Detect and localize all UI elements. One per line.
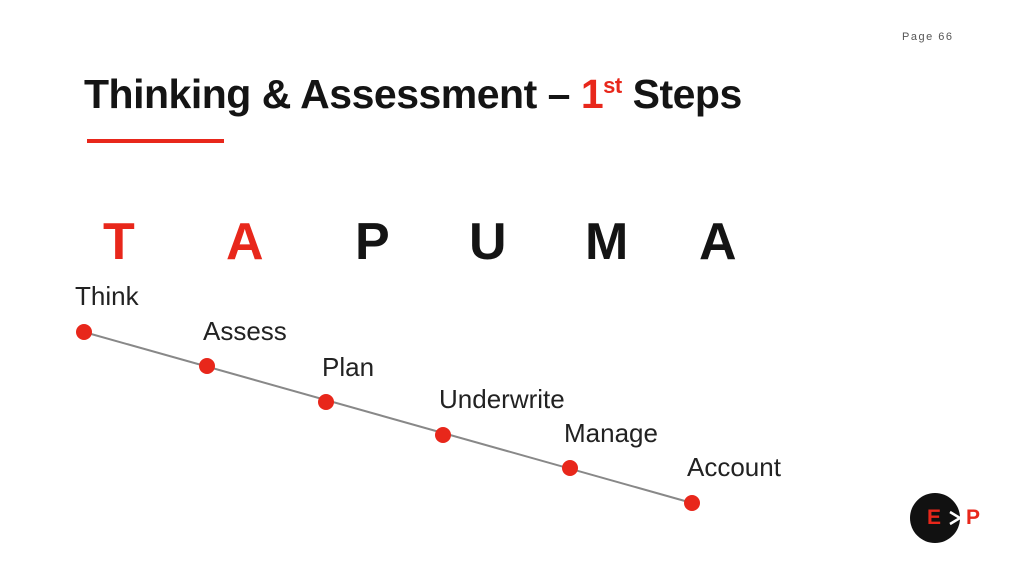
- step-label-account: Account: [687, 452, 781, 482]
- step-label-think: Think: [75, 281, 139, 311]
- step-label-assess: Assess: [203, 316, 287, 346]
- step-label-plan: Plan: [322, 352, 375, 382]
- acronym-letter-a: A: [226, 213, 264, 271]
- step-dot-manage: [562, 460, 578, 476]
- title-accent-number: 1: [580, 71, 604, 117]
- arrow-right-icon: [949, 510, 963, 526]
- page-number: Page 66: [902, 31, 954, 43]
- logo-circle: [910, 493, 960, 543]
- title-main: Thinking & Assessment –: [84, 71, 581, 117]
- title-superscript: st: [603, 73, 622, 98]
- logo-letter-e: E: [927, 506, 942, 529]
- step-dot-assess: [199, 358, 215, 374]
- step-dot-underwrite: [435, 427, 451, 443]
- timeline-line: [83, 331, 693, 504]
- acronym-letter-u: U: [469, 213, 507, 271]
- acronym-letter-p: P: [355, 213, 390, 271]
- logo-letter-p: P: [966, 506, 981, 529]
- acronym-letter-t: T: [103, 213, 135, 271]
- step-dot-plan: [318, 394, 334, 410]
- step-label-manage: Manage: [564, 418, 658, 448]
- step-label-underwrite: Underwrite: [439, 384, 565, 414]
- title-underline: [87, 139, 224, 143]
- step-dot-think: [76, 324, 92, 340]
- title-accent: 1st: [581, 71, 622, 117]
- acronym-letter-m: M: [585, 213, 629, 271]
- step-dot-account: [684, 495, 700, 511]
- title-tail: Steps: [621, 71, 743, 117]
- slide-title: Thinking & Assessment – 1st Steps: [84, 68, 742, 120]
- acronym-letter-a-final: A: [699, 213, 737, 271]
